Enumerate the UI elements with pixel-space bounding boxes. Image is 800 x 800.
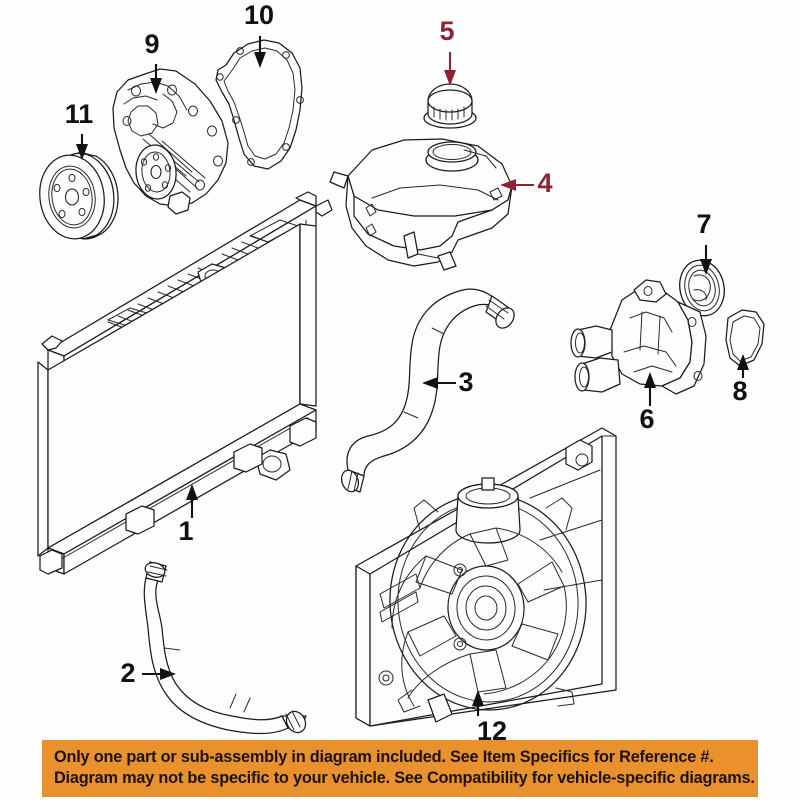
part-cooling-fan-assembly	[355, 427, 617, 727]
callout-7	[700, 245, 712, 275]
part-expansion-tank-cap	[423, 83, 477, 129]
part-radiator-lower-hose	[143, 561, 307, 735]
callout-10	[254, 36, 266, 68]
callout-label-2: 2	[120, 658, 135, 688]
callout-11	[76, 134, 88, 160]
callout-2	[142, 668, 176, 680]
callout-label-4: 4	[537, 168, 552, 198]
part-water-pump	[112, 68, 229, 215]
callout-1	[186, 484, 198, 518]
part-coolant-expansion-tank	[329, 138, 513, 271]
callout-label-1: 1	[178, 516, 193, 546]
part-thermostat-housing-gasket	[725, 309, 765, 367]
callout-label-11: 11	[65, 99, 94, 129]
callout-label-9: 9	[144, 29, 159, 59]
part-thermostat-housing	[570, 279, 707, 395]
part-radiator	[37, 191, 333, 575]
part-radiator-upper-hose	[340, 288, 515, 493]
part-water-pump-pulley	[39, 152, 119, 240]
callout-5	[444, 52, 456, 86]
callout-label-3: 3	[458, 367, 473, 397]
disclaimer-line-1: Only one part or sub-assembly in diagram…	[54, 748, 714, 766]
callout-6	[644, 372, 656, 406]
callout-label-10: 10	[244, 0, 274, 30]
callout-3	[422, 377, 456, 389]
callout-label-8: 8	[732, 376, 747, 406]
callout-4	[500, 179, 534, 191]
callout-label-6: 6	[639, 404, 654, 434]
disclaimer-banner: Only one part or sub-assembly in diagram…	[42, 740, 758, 797]
part-thermostat	[679, 259, 725, 317]
callout-8	[737, 354, 749, 378]
callout-label-7: 7	[696, 209, 711, 239]
callout-12	[472, 690, 484, 716]
part-water-pump-gasket	[215, 39, 304, 170]
disclaimer-line-2: Diagram may not be specific to your vehi…	[54, 768, 755, 787]
callout-9	[150, 64, 162, 94]
callout-label-5: 5	[439, 16, 454, 46]
